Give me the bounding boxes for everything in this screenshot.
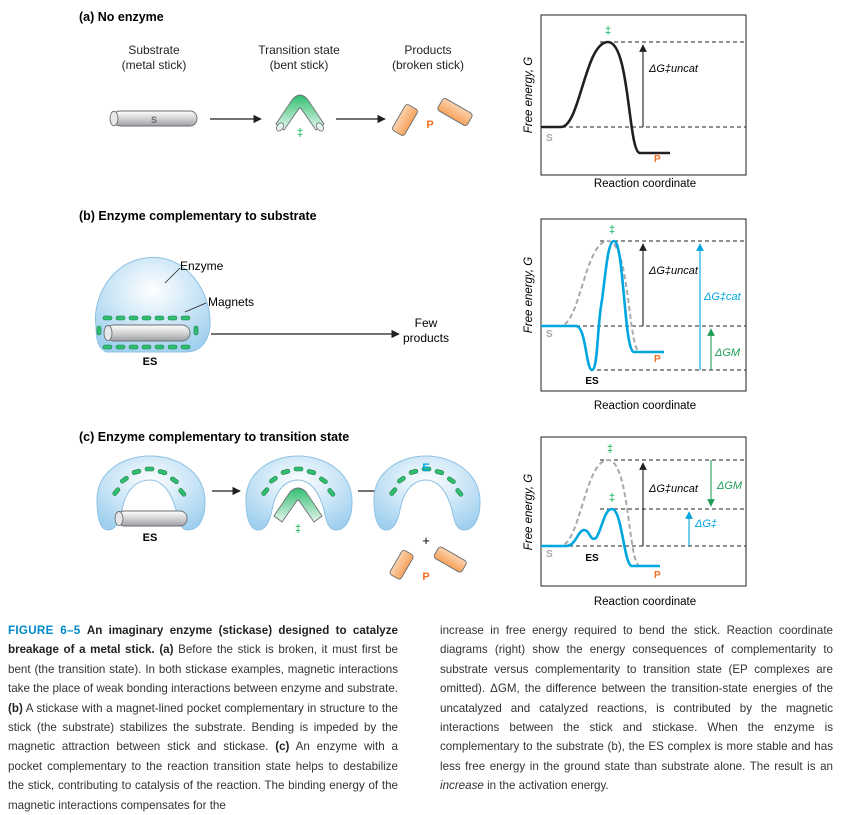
enzyme-c-free: E (373, 455, 481, 531)
magnets-label: Magnets (208, 295, 254, 309)
graph-b-dg-m: ΔGM (714, 347, 741, 359)
figure-diagram: (a) No enzyme Substrate (metal stick) Tr… (79, 10, 747, 608)
caption-part-b-text: A stickase with a magnet-lined pocket co… (8, 701, 398, 754)
graph-c-dg-ts: ΔG‡ (694, 518, 717, 530)
es-label-b: ES (143, 356, 158, 368)
ts-symbol-a: ‡ (297, 127, 303, 139)
caption-right: increase in free energy required to bend… (440, 621, 833, 796)
transition-state-title: Transition state (258, 43, 340, 57)
graph-b-ts: ‡ (609, 224, 615, 236)
panel-b-heading: (b) Enzyme complementary to substrate (79, 209, 317, 223)
ts-symbol-c: ‡ (295, 523, 301, 535)
graph-a-xlabel: Reaction coordinate (594, 178, 696, 190)
broken-stick: P (392, 98, 473, 136)
graph-b-es: ES (585, 376, 599, 387)
bent-stick: ‡ (275, 94, 325, 139)
enzyme-c-ts: ‡ (245, 455, 353, 535)
graph-c-ylabel: Free energy, G (523, 474, 535, 551)
graph-b-s: S (546, 329, 553, 340)
graph-b-p: P (654, 354, 661, 365)
products-subtitle: (broken stick) (392, 58, 464, 72)
graph-b-curve (541, 239, 664, 372)
products-title: Products (404, 43, 451, 57)
enzyme-c-es: ES (96, 455, 206, 544)
transition-state-subtitle: (bent stick) (270, 58, 329, 72)
caption-right-text-1: increase in free energy required to bend… (440, 624, 833, 773)
graph-c-ts2: ‡ (609, 492, 615, 504)
graph-b-ylabel: Free energy, G (523, 257, 535, 334)
graph-a-s: S (546, 133, 553, 144)
product-label-c: P (422, 571, 429, 583)
caption-left: FIGURE 6–5 An imaginary enzyme (stickase… (8, 621, 398, 815)
product-label-a: P (426, 119, 433, 131)
graph-c-xlabel: Reaction coordinate (594, 596, 696, 608)
caption-right-text-2: in the activation energy. (487, 779, 609, 793)
graph-c-dg-uncat: ΔG‡uncat (648, 483, 699, 495)
caption-part-a-label: (a) (159, 643, 179, 657)
figure-label: FIGURE 6–5 (8, 624, 81, 637)
graph-b-dg-cat: ΔG‡cat (703, 291, 742, 303)
graph-a-dg-uncat: ΔG‡uncat (648, 63, 699, 75)
enzyme-b: ES (94, 256, 211, 368)
graph-a-ylabel: Free energy, G (523, 57, 535, 134)
graph-c-ts: ‡ (607, 443, 613, 455)
metal-stick: S (109, 110, 198, 127)
e-label: E (422, 462, 429, 474)
caption-title: An imaginary enzyme (stickase) designed … (8, 624, 398, 657)
graph-c-dg-m: ΔGM (716, 480, 743, 492)
broken-stick-c: P (389, 546, 467, 583)
graph-a-curve (541, 40, 670, 155)
enzyme-label: Enzyme (180, 259, 224, 273)
graph-c-s: S (546, 549, 553, 560)
substrate-title: Substrate (128, 43, 180, 57)
few-label: Few (415, 316, 438, 330)
graph-c-p: P (654, 570, 661, 581)
graph-c: Free energy, G Reaction coordinate ΔG‡un… (523, 436, 747, 608)
graph-c-es: ES (585, 553, 599, 564)
graph-b-xlabel: Reaction coordinate (594, 400, 696, 412)
caption-part-a-text: Before the stick is broken, it must firs… (8, 643, 398, 696)
panel-a-heading: (a) No enzyme (79, 10, 164, 24)
stick-label: S (151, 115, 157, 125)
plus-sign: + (422, 533, 430, 548)
caption-part-b-label: (b) (8, 701, 23, 715)
panel-c-heading: (c) Enzyme complementary to transition s… (79, 430, 349, 444)
graph-c-curve (541, 507, 660, 568)
graph-a: Free energy, G Reaction coordinate ΔG‡un… (523, 14, 747, 190)
graph-b-dg-uncat: ΔG‡uncat (648, 265, 699, 277)
caption-part-c-text: An enzyme with a pocket complementary to… (8, 740, 398, 812)
substrate-subtitle: (metal stick) (122, 58, 187, 72)
graph-b: Free energy, G Reaction coordinate ΔG‡un… (523, 218, 747, 412)
products-label-b: products (403, 331, 449, 345)
graph-a-ts: ‡ (605, 25, 611, 37)
caption-part-c-label: (c) (275, 740, 290, 754)
graph-a-p: P (654, 154, 661, 165)
es-label-c: ES (143, 532, 158, 544)
caption-right-emph: increase (440, 779, 484, 793)
